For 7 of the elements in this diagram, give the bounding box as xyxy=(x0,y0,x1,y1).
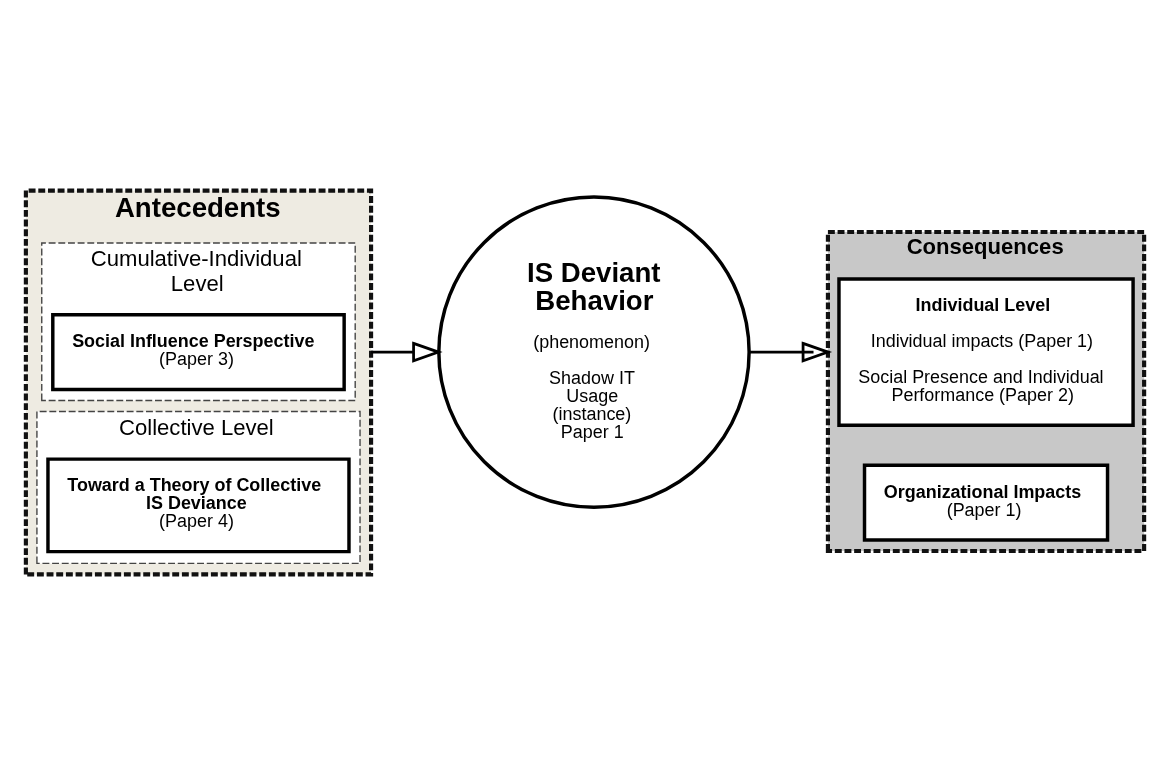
node-box: Individual Level Individual impacts (Paper 1) Social Presence and Individual Performance (Paper 2) xyxy=(837,276,1135,427)
node-box: Organizational Impacts (Paper 1) xyxy=(862,463,1110,542)
node-box: Toward a Theory of Collective IS Deviance (Paper 4) xyxy=(46,456,351,553)
node-circle: IS Deviant Behavior (phenomenon) Shadow IT Usage (instance) Paper 1 xyxy=(437,194,751,509)
node-box: Social Influence Perspective (Paper 3) xyxy=(51,312,346,391)
arrow xyxy=(749,340,833,363)
arrow xyxy=(371,340,443,363)
